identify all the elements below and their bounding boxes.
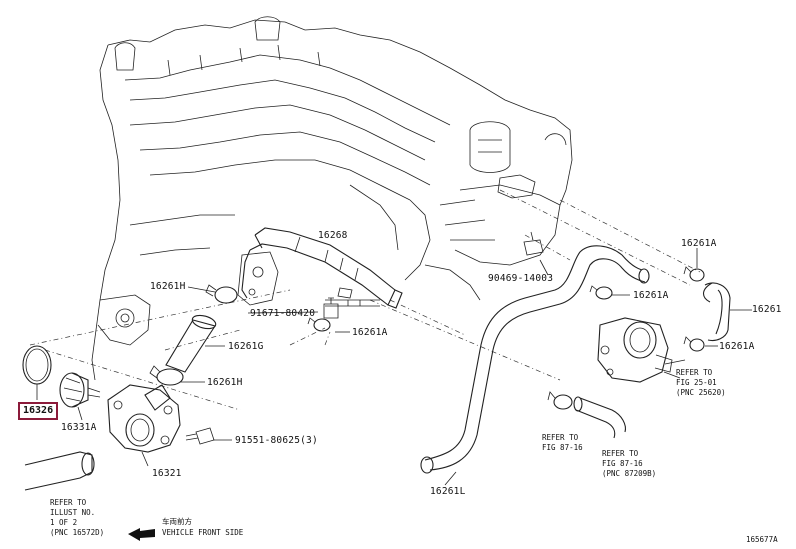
bolt-91551 [185, 427, 215, 445]
clamp-16261a-mid [307, 317, 331, 332]
label-16261[interactable]: 16261 [752, 304, 782, 315]
ref-fig-87-16-b-line2[interactable]: FIG 87-16 [602, 459, 643, 468]
bolt-91671 [323, 297, 339, 319]
ref-illust-line3[interactable]: 1 OF 2 [50, 518, 78, 527]
label-16261h-top[interactable]: 16261H [150, 281, 186, 292]
ref-fig-25-01-line1[interactable]: REFER TO [676, 368, 713, 377]
ref-illust-line4: (PNC 16572D) [50, 528, 105, 537]
label-16268[interactable]: 16268 [318, 230, 348, 241]
clamp-16261h-bottom [149, 365, 184, 386]
ref-fig-87-16-a-line2[interactable]: FIG 87-16 [542, 443, 583, 452]
front-label-en: VEHICLE FRONT SIDE [162, 528, 244, 537]
diagram-id: 165677A [746, 535, 778, 544]
engine-block-outline [91, 16, 573, 381]
label-91671-80420[interactable]: 91671-80420 [250, 308, 316, 319]
ref-fig-25-01-line2[interactable]: FIG 25-01 [676, 378, 717, 387]
hose-16261l [420, 245, 650, 474]
ref-fig-87-16-b-line1[interactable]: REFER TO [602, 449, 639, 458]
front-label-cn: 车両前方 [162, 517, 192, 526]
clamp-16261a-right [683, 266, 705, 282]
label-16261g[interactable]: 16261G [228, 341, 264, 352]
label-leaders [180, 236, 752, 486]
hose-lower-right [573, 396, 626, 439]
clamp-16261a-upper [589, 285, 613, 300]
ref-fig-87-16-a-line1[interactable]: REFER TO [542, 433, 579, 442]
gasket-16326 [22, 345, 52, 400]
clip-90469 [523, 231, 544, 256]
label-91551-80625[interactable]: 91551-80625(3) [235, 435, 318, 446]
label-16326-highlighted[interactable]: 16326 [18, 402, 59, 420]
label-16331a[interactable]: 16331A [61, 422, 97, 433]
label-16261a-bottom-right[interactable]: 16261A [719, 341, 755, 352]
clamp-left-ref [547, 391, 573, 410]
thermostat-16331a [59, 372, 101, 421]
valve-assembly [597, 317, 686, 383]
label-16261a-right[interactable]: 16261A [633, 290, 669, 301]
hose-left-bottom [24, 451, 95, 491]
label-16261l[interactable]: 16261L [430, 486, 466, 497]
label-16261h-bottom[interactable]: 16261H [207, 377, 243, 388]
label-16261a-mid[interactable]: 16261A [352, 327, 388, 338]
hose-16261 [702, 282, 731, 342]
hose-16261g [165, 314, 217, 373]
clamp-16261a-bottom-right [683, 336, 705, 352]
water-inlet-16321 [107, 384, 181, 467]
ref-fig-87-16-b-line3: (PNC 87209B) [602, 469, 657, 478]
label-16321[interactable]: 16321 [152, 468, 182, 479]
label-16261a-top[interactable]: 16261A [681, 238, 717, 249]
ref-illust-line1[interactable]: REFER TO [50, 498, 87, 507]
front-arrow-icon [128, 528, 155, 541]
clamp-16261h-top [205, 284, 238, 304]
label-90469-14003[interactable]: 90469-14003 [488, 273, 554, 284]
water-pipe-16268 [237, 227, 403, 309]
ref-fig-25-01-line3: (PNC 25620) [676, 388, 726, 397]
ref-illust-line2[interactable]: ILLUST NO. [50, 508, 96, 517]
